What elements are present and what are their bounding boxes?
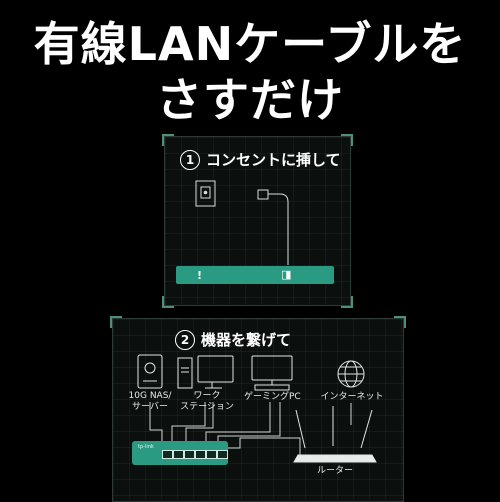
internet-label: インターネット xyxy=(320,392,384,402)
step1-title: 1 コンセントに挿して xyxy=(180,149,341,170)
headline-line-2: さすだけ xyxy=(156,73,344,127)
globe-icon xyxy=(337,360,365,388)
router-icon xyxy=(293,406,377,463)
power-outlet-icon xyxy=(195,180,216,207)
step2-title: 2 機器を繋げて xyxy=(175,329,291,350)
workstation-icon xyxy=(177,355,234,389)
power-adapter-icon xyxy=(257,189,289,265)
router-label: ルーター xyxy=(316,466,353,476)
switch-icon: tp-link xyxy=(132,441,228,465)
step1-number: 1 xyxy=(180,149,200,170)
warning-icon: ! xyxy=(197,269,203,282)
network-cables xyxy=(149,402,352,458)
gaming-pc-icon xyxy=(251,355,293,391)
nas-label: 10G NAS/ サーバー xyxy=(128,391,172,412)
gaming-pc-label: ゲーミングPC xyxy=(244,392,301,402)
cup-icon: ◨ xyxy=(281,268,292,281)
power-strip xyxy=(176,266,334,284)
step2-panel xyxy=(110,316,406,502)
step2-number: 2 xyxy=(175,329,195,350)
switch-logo: tp-link xyxy=(138,444,154,450)
headline-line-1: 有線LANケーブルを xyxy=(33,17,467,71)
step1-label: コンセントに挿して xyxy=(206,151,341,169)
step2-label: 機器を繋げて xyxy=(201,331,292,349)
nas-icon xyxy=(137,354,163,389)
workstation-label: ワーク ステーション xyxy=(180,391,234,412)
